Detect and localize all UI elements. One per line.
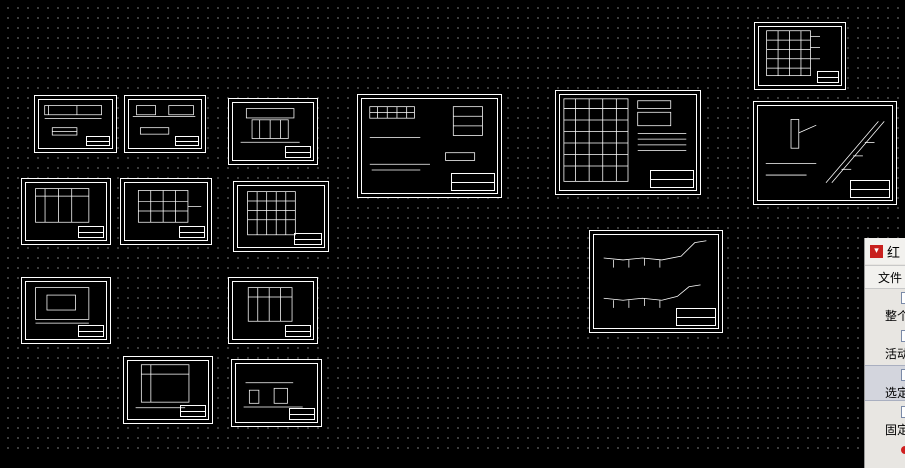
dialog-menu-bar: 文件	[865, 265, 905, 289]
drawing-sheet[interactable]	[21, 277, 111, 344]
drawing-sheet[interactable]	[228, 277, 318, 344]
drawing-sheet[interactable]	[34, 95, 117, 153]
drawing-sheet[interactable]	[124, 95, 206, 153]
option-checkbox[interactable]	[901, 292, 905, 304]
option-checkbox[interactable]	[901, 406, 905, 418]
option-label: 活动	[885, 347, 905, 361]
option-fixed[interactable]: 固定	[865, 403, 905, 439]
drawing-sheet[interactable]	[357, 94, 502, 198]
drawing-sheet[interactable]	[753, 101, 897, 205]
option-label: 整个	[885, 309, 905, 323]
drawing-sheet[interactable]	[120, 178, 212, 245]
drawing-sheet[interactable]	[589, 230, 723, 333]
dialog-title-bar[interactable]: ▾ 红	[865, 238, 905, 264]
drawing-sheet[interactable]	[233, 181, 329, 252]
status-dot-icon	[901, 446, 905, 454]
drawing-sheet[interactable]	[231, 359, 322, 427]
drawing-sheet[interactable]	[754, 22, 846, 90]
drawing-sheet[interactable]	[228, 98, 318, 165]
menu-file[interactable]: 文件	[878, 271, 903, 285]
drawing-canvas[interactable]	[0, 0, 905, 455]
option-whole[interactable]: 整个	[865, 289, 905, 325]
option-label: 固定	[885, 423, 905, 437]
option-checkbox[interactable]	[901, 369, 905, 381]
drawing-sheet[interactable]	[123, 356, 213, 424]
option-selected[interactable]: 选定	[865, 365, 905, 401]
plot-dialog[interactable]: ▾ 红 文件 整个 活动 选定 固定	[864, 238, 905, 468]
option-active[interactable]: 活动	[865, 327, 905, 363]
drawing-sheet[interactable]	[555, 90, 701, 195]
drawing-sheet[interactable]	[21, 178, 111, 245]
option-checkbox[interactable]	[901, 330, 905, 342]
option-label: 选定	[885, 386, 905, 400]
dialog-title: 红	[887, 245, 901, 261]
app-logo-icon: ▾	[870, 244, 883, 258]
